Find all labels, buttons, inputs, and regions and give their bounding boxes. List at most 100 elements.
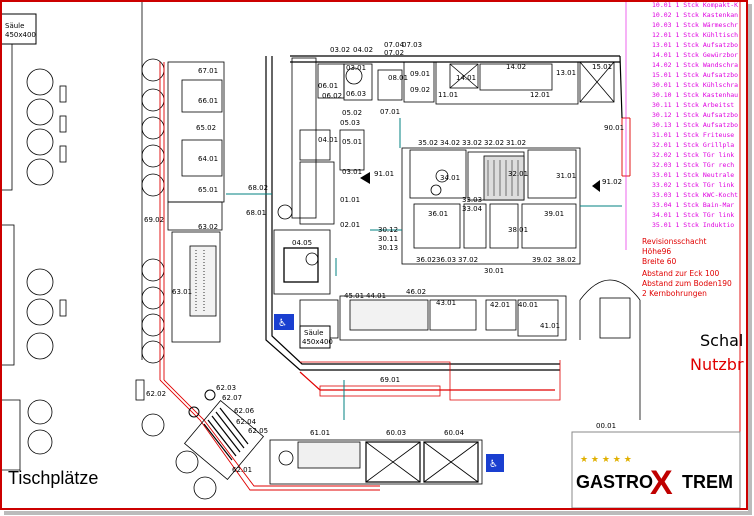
- logo-text-trem: TREM: [682, 472, 733, 492]
- item-label: 05.01: [342, 138, 362, 146]
- item-label: 12.01: [530, 91, 550, 99]
- room-label-tischplaetze: Tischplätze: [8, 468, 98, 488]
- item-label: 30.12: [378, 226, 398, 234]
- item-label: 34.02: [440, 139, 460, 147]
- item-label: 38.02: [556, 256, 576, 264]
- item-label: 06.03: [346, 90, 366, 98]
- legend-item: 33.01 1 Stck Neutrale: [652, 171, 734, 179]
- item-label: 39.02: [532, 256, 552, 264]
- sink-triangle-2: [592, 180, 600, 192]
- equipment-circle: [188, 406, 200, 418]
- item-label: 91.01: [374, 170, 394, 178]
- note-line: Revisionsschacht: [642, 237, 707, 246]
- note-line: 2 Kernbohrungen: [642, 289, 707, 298]
- legend-item: 30.01 1 Stck Kühlschra: [652, 81, 738, 89]
- legend-item: 30.11 1 Stck Arbeitst: [652, 101, 734, 109]
- grill-grate: [203, 407, 249, 461]
- legend-item: 15.01 1 Stck Aufsatzbo: [652, 71, 738, 79]
- legend-item: 33.03 1 Stck KWC-Kocht: [652, 191, 738, 199]
- equipment-legend: 10.01 1 Stck Kompakt-K 10.02 1 Stck Kast…: [625, 0, 738, 250]
- item-label: 14.01: [456, 74, 476, 82]
- pillar-right-size: 450x400: [302, 338, 333, 346]
- item-label: 31.02: [506, 139, 526, 147]
- note-line: Höhe96: [642, 247, 671, 256]
- legend-item: 10.02 1 Stck Kastenkan: [652, 11, 738, 19]
- item-label: 08.01: [388, 74, 408, 82]
- legend-item: 13.01 1 Stck Aufsatzbo: [652, 41, 738, 49]
- item-label: 31.01: [556, 172, 576, 180]
- item-label: 15.01: [592, 63, 612, 71]
- item-label: 02.01: [340, 221, 360, 229]
- item-label: 00.01: [596, 422, 616, 430]
- item-label: 39.01: [544, 210, 564, 218]
- item-label: 90.01: [604, 124, 624, 132]
- legend-item: 33.02 1 Stck TGr link: [652, 181, 734, 189]
- item-label: 05.02: [342, 109, 362, 117]
- bottom-counter: [183, 399, 483, 485]
- legend-item: 30.12 1 Stck Aufsatzbo: [652, 111, 738, 119]
- item-label: 46.02: [406, 288, 426, 296]
- legend-item: 35.01 1 Stck Induktio: [652, 221, 734, 229]
- item-label: 30.01: [484, 267, 504, 275]
- star-icons: ★ ★ ★ ★ ★: [580, 455, 632, 465]
- revision-notes: Revisionsschacht Höhe96 Breite 60 Abstan…: [642, 237, 732, 298]
- item-label: 32.02: [484, 139, 504, 147]
- item-label: 06.02: [322, 92, 342, 100]
- pillar-right: [299, 325, 331, 349]
- item-label: 43.01: [436, 299, 456, 307]
- item-labels: 03.02 04.02 07.04 07.03 07.02 06.01 06.0…: [144, 41, 624, 474]
- item-label: 09.02: [410, 86, 430, 94]
- item-label: 69.02: [144, 216, 164, 224]
- item-label: 07.01: [380, 108, 400, 116]
- wheelchair-sign-2: ♿: [486, 454, 504, 472]
- svg-text:♿: ♿: [489, 459, 498, 470]
- item-label: 61.01: [310, 429, 330, 437]
- prep-counter: [299, 279, 641, 420]
- item-label: 07.02: [384, 49, 404, 57]
- item-label: 40.01: [518, 301, 538, 309]
- item-label: 13.01: [556, 69, 576, 77]
- item-label: 01.01: [340, 196, 360, 204]
- dining-area: [0, 0, 217, 500]
- item-label: 62.02: [146, 390, 166, 398]
- legend-item: 14.01 1 Stck Gewürzbor: [652, 51, 738, 59]
- item-label: 62.04: [236, 418, 257, 426]
- item-label: 05.03: [340, 119, 360, 127]
- item-label: 68.01: [246, 209, 266, 217]
- item-label: 32.01: [508, 170, 528, 178]
- item-label: 62.01: [232, 466, 252, 474]
- item-label: 69.01: [380, 376, 400, 384]
- back-counter: [273, 57, 615, 295]
- item-label: 09.01: [410, 70, 430, 78]
- legend-item: 33.04 1 Stck Bain-Mar: [652, 201, 734, 209]
- wheelchair-sign-1: ♿: [274, 314, 294, 330]
- pillar-left-label: Säule: [5, 22, 24, 30]
- item-label: 67.01: [198, 67, 218, 75]
- item-label: 63.02: [198, 223, 218, 231]
- item-label: 35.02: [418, 139, 438, 147]
- legend-item: 31.01 1 Stck Friteuse: [652, 131, 734, 139]
- item-label: 07.03: [402, 41, 422, 49]
- svg-text:♿: ♿: [278, 318, 287, 329]
- item-label: 06.01: [318, 82, 338, 90]
- item-label: 04.02: [353, 46, 373, 54]
- kitchen-walls: [265, 55, 623, 401]
- item-label: 63.01: [172, 288, 192, 296]
- item-label: 68.02: [248, 184, 268, 192]
- pipe-lines: [226, 118, 622, 420]
- sink-triangle-1: [360, 172, 370, 184]
- item-label: 44.01: [366, 292, 386, 300]
- item-label: 36.03: [436, 256, 456, 264]
- legend-item: 32.02 1 Stck TGr link: [652, 151, 734, 159]
- item-label: 62.05: [248, 427, 268, 435]
- item-label: 11.01: [438, 91, 458, 99]
- note-line: Abstand zum Boden190: [642, 279, 732, 288]
- item-label: 62.03: [216, 384, 236, 392]
- item-label: 30.11: [378, 235, 398, 243]
- item-label: 37.02: [458, 256, 478, 264]
- legend-item: 32.01 1 Stck Grillpla: [652, 141, 734, 149]
- item-label: 60.03: [386, 429, 406, 437]
- item-label: 07.04: [384, 41, 405, 49]
- cooking-island-inner-grid: [487, 160, 519, 196]
